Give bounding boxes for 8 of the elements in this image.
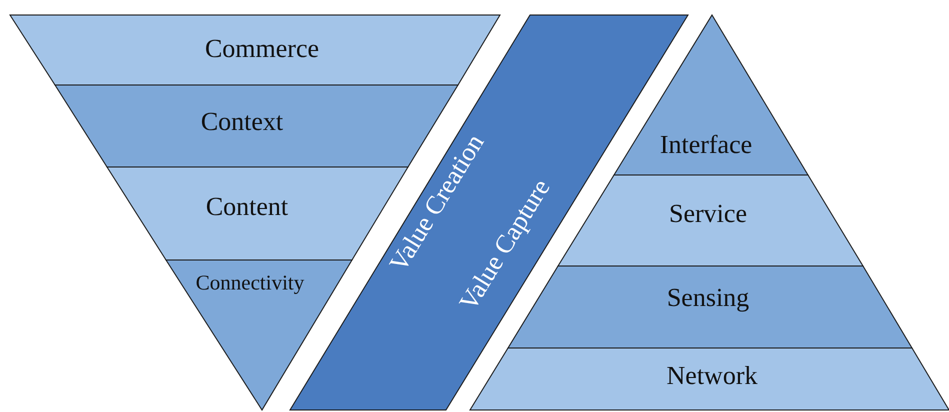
- band-label: Content: [206, 194, 288, 220]
- band-label: Network: [666, 363, 758, 389]
- band-label: Service: [669, 201, 747, 227]
- band-label: Interface: [660, 132, 752, 158]
- band-label: Sensing: [666, 285, 750, 311]
- band-label: Commerce: [204, 36, 320, 62]
- band-label: Context: [200, 109, 284, 135]
- band-label: Connectivity: [196, 272, 304, 294]
